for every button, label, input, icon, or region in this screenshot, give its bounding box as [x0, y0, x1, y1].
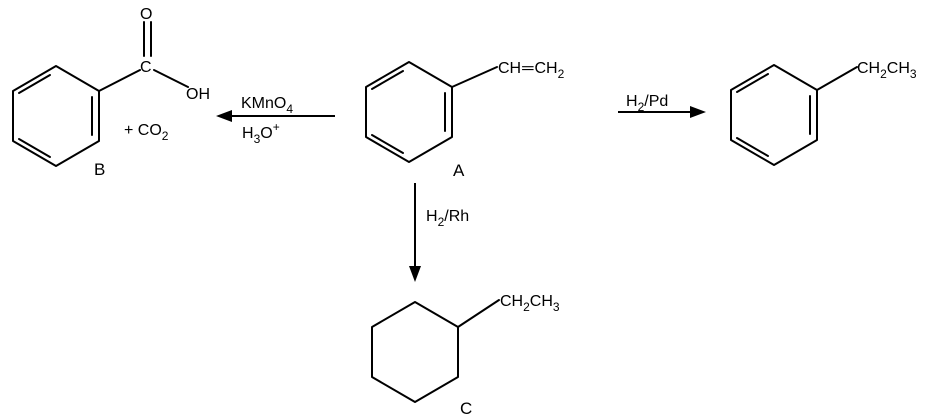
hydrogenation-pd-reagent: H2/Pd — [626, 93, 668, 114]
compound-c-cyclohexane-ring — [371, 301, 459, 403]
compound-b-co2-byproduct: + CO2 — [124, 122, 169, 143]
compound-a-styrene: CH═CH2 A — [365, 60, 565, 180]
oxidation-arrow — [216, 110, 335, 122]
compound-b-carbonyl-carbon: C — [140, 59, 152, 76]
compound-c-ethyl-bond — [457, 299, 500, 328]
compound-c-ethyl-group: CH2CH3 — [500, 293, 560, 314]
compound-b-hydroxyl: OH — [186, 86, 210, 103]
hydrogenation-rh-arrow — [409, 183, 421, 282]
compound-a-vinyl-bond — [451, 66, 498, 88]
oxidation-reagent-h3o-plus: H3O+ — [242, 120, 280, 146]
ethylbenzene-ethyl-bond — [816, 66, 858, 91]
compound-a-benzene-ring — [365, 61, 453, 163]
hydrogenation-rh-arrow-head — [409, 266, 421, 282]
oxidation-reagent-kmno4: KMnO4 — [241, 95, 293, 116]
compound-b-carbonyl-oxygen: O — [140, 6, 152, 23]
compound-a-label: A — [453, 161, 465, 180]
compound-c-label: C — [460, 399, 472, 418]
compound-b-hydroxyl-bond — [153, 69, 189, 88]
hydrogenation-pd-arrow-head — [690, 106, 706, 118]
hydrogenation-pd-arrow — [618, 106, 706, 118]
hydrogenation-rh-reagent: H2/Rh — [426, 208, 469, 229]
compound-b-ring-carboxyl-bond — [98, 69, 141, 92]
compound-ethylbenzene: CH2CH3 — [730, 60, 917, 166]
compound-b-benzene-ring — [12, 65, 100, 167]
compound-c-ethylcyclohexane: CH2CH3 C — [371, 293, 560, 418]
ethylbenzene-ethyl-group: CH2CH3 — [857, 60, 917, 81]
ethylbenzene-benzene-ring — [730, 64, 818, 166]
compound-b-benzoic-acid: C O OH + CO2 B — [12, 6, 210, 179]
oxidation-arrow-head — [216, 110, 232, 122]
compound-b-label: B — [94, 160, 105, 179]
compound-a-vinyl-group: CH═CH2 — [498, 60, 565, 81]
